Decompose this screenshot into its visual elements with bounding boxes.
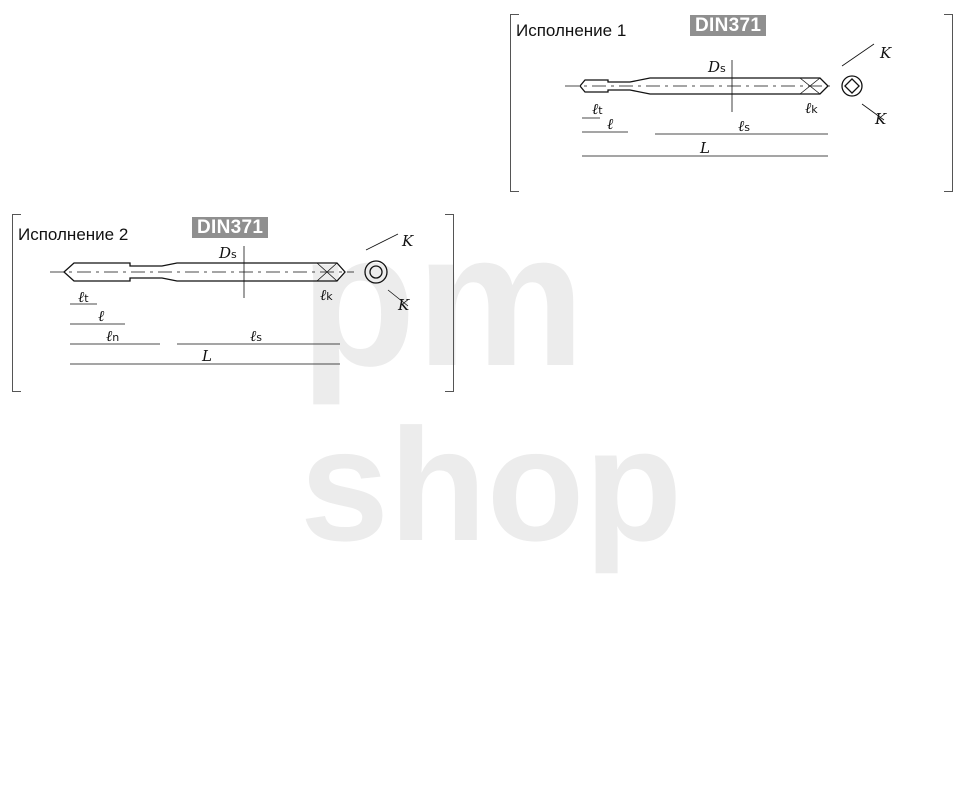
end-view-square [844, 78, 860, 94]
tap-drawing: Ds ℓt ℓ ℓn ℓk ℓs L K K [50, 232, 414, 365]
label-k-top: K [401, 232, 414, 250]
label-ds: Ds [707, 58, 726, 76]
label-L: L [699, 139, 710, 157]
square-hatch [799, 77, 821, 95]
bracket-right [944, 14, 953, 192]
bracket-left [510, 14, 519, 192]
panel-variant-2: Исполнение 2 DIN371 Ds ℓt ℓ ℓn ℓk ℓs L K… [12, 214, 454, 392]
label-ls: ℓs [738, 117, 750, 135]
label-l: ℓ [98, 307, 104, 325]
label-l: ℓ [607, 115, 613, 133]
end-view-inner [369, 265, 383, 279]
label-k-bottom: K [874, 110, 887, 128]
label-lk: ℓk [805, 99, 818, 117]
variant-title: Исполнение 1 [516, 21, 627, 40]
panel-variant-1: Исполнение 1 DIN371 Ds ℓt ℓ ℓk ℓs L K K [510, 14, 953, 192]
k-dims [365, 233, 409, 307]
bracket-left [12, 214, 21, 392]
label-ls: ℓs [250, 327, 262, 345]
label-k-bottom: K [397, 296, 410, 314]
end-view-circle [364, 260, 388, 284]
label-ln: ℓn [106, 327, 119, 345]
label-lt: ℓt [592, 100, 603, 118]
label-lt: ℓt [78, 288, 89, 306]
dim-lines [582, 117, 828, 157]
label-L: L [201, 347, 212, 365]
label-ds: Ds [218, 244, 237, 262]
watermark-pm: pm [300, 194, 585, 406]
dim-lines [70, 303, 340, 365]
square-hatch [316, 262, 338, 282]
variant-title: Исполнение 2 [18, 225, 129, 244]
watermark-shop: shop [300, 395, 683, 574]
din-standard-badge: DIN371 [192, 217, 269, 238]
tap-drawing: Ds ℓt ℓ ℓk ℓs L K K [565, 43, 892, 157]
k-dims [841, 43, 885, 121]
label-k-top: K [879, 44, 892, 62]
end-view-circle [841, 75, 863, 97]
bracket-right [445, 214, 454, 392]
label-lk: ℓk [320, 286, 333, 304]
tap-outline [63, 262, 346, 282]
din-standard-badge: DIN371 [690, 15, 767, 36]
